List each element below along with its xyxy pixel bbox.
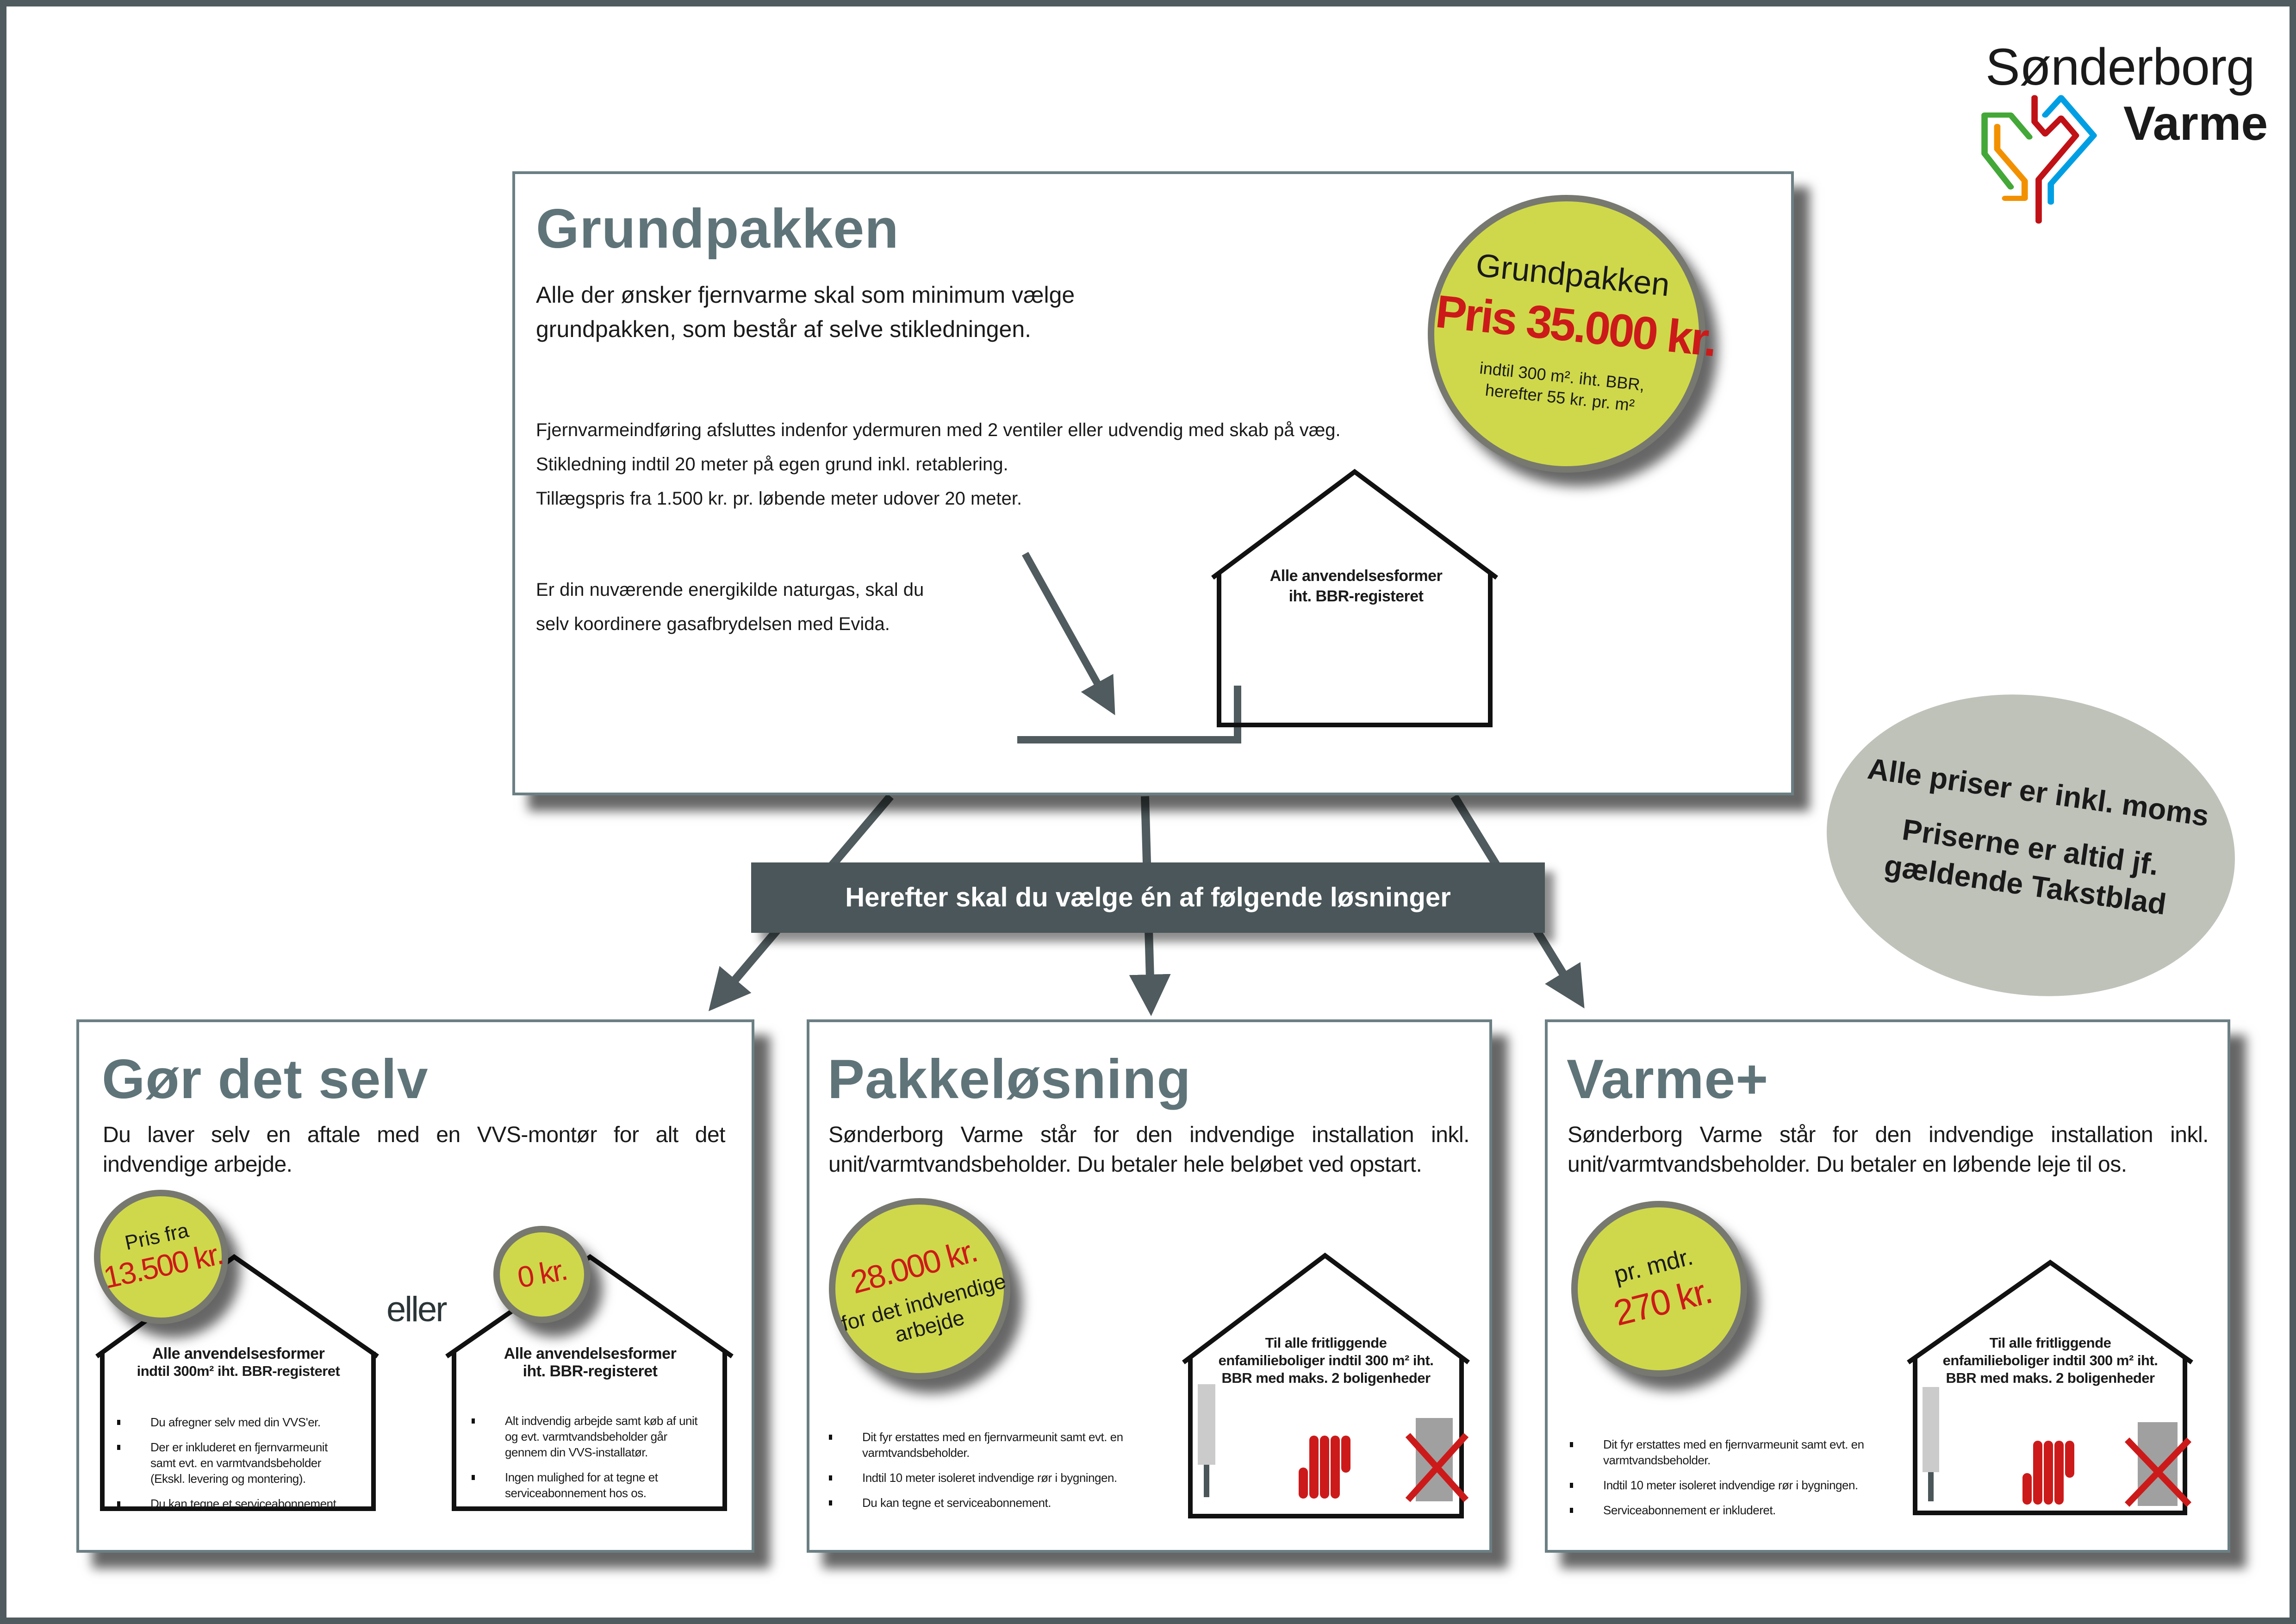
option-title: Pakkeløsning — [828, 1048, 1191, 1110]
naturgas-note: Er din nuværende energikilde naturgas, s… — [536, 573, 924, 641]
house-label-line: iht. BBR-registeret — [1288, 587, 1424, 605]
logo: Sønderborg Varme — [1976, 28, 2272, 231]
house-label-line: enfamilieboliger indtil 300 m² iht. — [1218, 1352, 1434, 1368]
option-title: Varme+ — [1567, 1048, 1769, 1110]
house-outline-icon — [1907, 1259, 2193, 1365]
price-badge-package: 28.000 kr. for det indvendige arbejde — [829, 1198, 1010, 1380]
grundpakken-price-badge: Grundpakken Pris 35.000 kr. indtil 300 m… — [1428, 195, 1718, 473]
grundpakken-house-label: Alle anvendelsesformer iht. BBR-register… — [1217, 566, 1495, 606]
bullet-item: Du kan tegne et serviceabonnement. — [117, 1496, 353, 1512]
service-pipe-line — [1017, 686, 1241, 743]
house-label: Alle anvendelsesformer iht. BBR-register… — [458, 1345, 722, 1380]
price-badge-monthly: pr. mdr. 270 kr. — [1571, 1201, 1747, 1377]
option-description: Du laver selv en aftale med en VVS-montø… — [103, 1123, 726, 1177]
district-heating-unit-icon — [1923, 1387, 1939, 1501]
house-outline-icon — [95, 1254, 379, 1359]
house-walls — [1217, 572, 1493, 727]
house-label: Alle anvendelsesformer indtil 300m² iht.… — [106, 1345, 370, 1380]
detail-line: Tillægspris fra 1.500 kr. pr. løbende me… — [536, 488, 1022, 509]
logo-text-varme: Varme — [2123, 97, 2268, 150]
house-label-line: indtil 300m² iht. BBR-registeret — [137, 1363, 340, 1379]
bullet-item: Serviceabonnement er inkluderet. — [1570, 1502, 1903, 1518]
detail-line: Stikledning indtil 20 meter på egen grun… — [536, 454, 1008, 475]
house-label-line: enfamilieboliger indtil 300 m² iht. — [1942, 1352, 2158, 1368]
or-label: eller — [386, 1290, 448, 1329]
house-label-line: Alle anvendelsesformer — [504, 1345, 677, 1362]
radiator-icon — [2022, 1441, 2074, 1505]
bullet-list: Alt indvendig arbejde samt køb af unit o… — [472, 1413, 703, 1510]
house-label-line: iht. BBR-registeret — [523, 1362, 658, 1380]
grundpakken-intro: Alle der ønsker fjernvarme skal som mini… — [536, 282, 1075, 342]
bullet-list: Dit fyr erstattes med en fjernvarmeunit … — [829, 1429, 1162, 1520]
banner-text: Herefter skal du vælge én af følgende lø… — [845, 882, 1451, 912]
logo-text-sonderborg: Sønderborg — [1985, 38, 2255, 96]
pipe-arrow-icon — [1022, 552, 1115, 715]
house-outline-icon — [1182, 1252, 1470, 1365]
bullet-list: Du afregner selv med din VVS'er. Der er … — [117, 1414, 353, 1521]
price-badge-zero: 0 kr. — [493, 1226, 591, 1323]
bullet-item: Der er inkluderet en fjernvarmeunit samt… — [117, 1439, 353, 1487]
logo-pipes-icon — [1981, 95, 2097, 224]
grundpakken-title: Grundpakken — [536, 198, 899, 260]
removed-boiler-icon — [1405, 1418, 1469, 1502]
removed-boiler-icon — [2124, 1422, 2192, 1507]
house-walls — [452, 1352, 727, 1511]
house-outline-icon — [445, 1254, 734, 1359]
house-walls — [1913, 1356, 2187, 1515]
bullet-item: Alt indvendig arbejde samt køb af unit o… — [472, 1413, 703, 1460]
detail-line: Fjernvarmeindføring afsluttes indenfor y… — [536, 420, 1341, 440]
house-walls — [100, 1352, 376, 1511]
bullet-item: Du afregner selv med din VVS'er. — [117, 1414, 353, 1430]
bullet-item: Du kan tegne et serviceabonnement. — [829, 1495, 1162, 1511]
option-description: Sønderborg Varme står for den indvendige… — [828, 1123, 1470, 1177]
house-label-line: Til alle fritliggende — [1265, 1335, 1387, 1351]
bullet-list: Dit fyr erstattes med en fjernvarmeunit … — [1570, 1437, 1903, 1527]
bullet-item: Dit fyr erstattes med en fjernvarmeunit … — [1570, 1437, 1903, 1468]
house-outline-icon — [1211, 468, 1498, 580]
house-label-line: Til alle fritliggende — [1989, 1335, 2111, 1351]
naturgas-line: Er din nuværende energikilde naturgas, s… — [536, 580, 924, 600]
naturgas-line: selv koordinere gasafbrydelsen med Evida… — [536, 614, 890, 634]
price-badge-from: Pris fra 13.500 kr. — [94, 1190, 228, 1324]
grundpakken-details: Fjernvarmeindføring afsluttes indenfor y… — [536, 413, 1341, 516]
option-description: Sønderborg Varme står for den indvendige… — [1568, 1123, 2209, 1177]
house-label: Til alle fritliggende enfamilieboliger i… — [1918, 1334, 2182, 1387]
house-label-line: Alle anvendelsesformer — [152, 1345, 325, 1362]
house-label-line: Alle anvendelsesformer — [1269, 567, 1443, 585]
option-title: Gør det selv — [102, 1048, 429, 1110]
bullet-item: Dit fyr erstattes med en fjernvarmeunit … — [829, 1429, 1162, 1461]
bullet-item: Ingen mulighed for at tegne et serviceab… — [472, 1469, 703, 1501]
bullet-item: Indtil 10 meter isoleret indvendige rør … — [1570, 1477, 1903, 1493]
bullet-item: Indtil 10 meter isoleret indvendige rør … — [829, 1470, 1162, 1486]
house-label-line: BBR med maks. 2 boligenheder — [1946, 1370, 2155, 1386]
radiator-icon — [1299, 1436, 1350, 1499]
choose-solution-banner: Herefter skal du vælge én af følgende lø… — [751, 862, 1545, 933]
house-label-line: BBR med maks. 2 boligenheder — [1221, 1370, 1431, 1386]
house-label: Til alle fritliggende enfamilieboliger i… — [1194, 1334, 1458, 1387]
district-heating-unit-icon — [1198, 1384, 1215, 1497]
badge-price: 0 kr. — [515, 1253, 569, 1294]
